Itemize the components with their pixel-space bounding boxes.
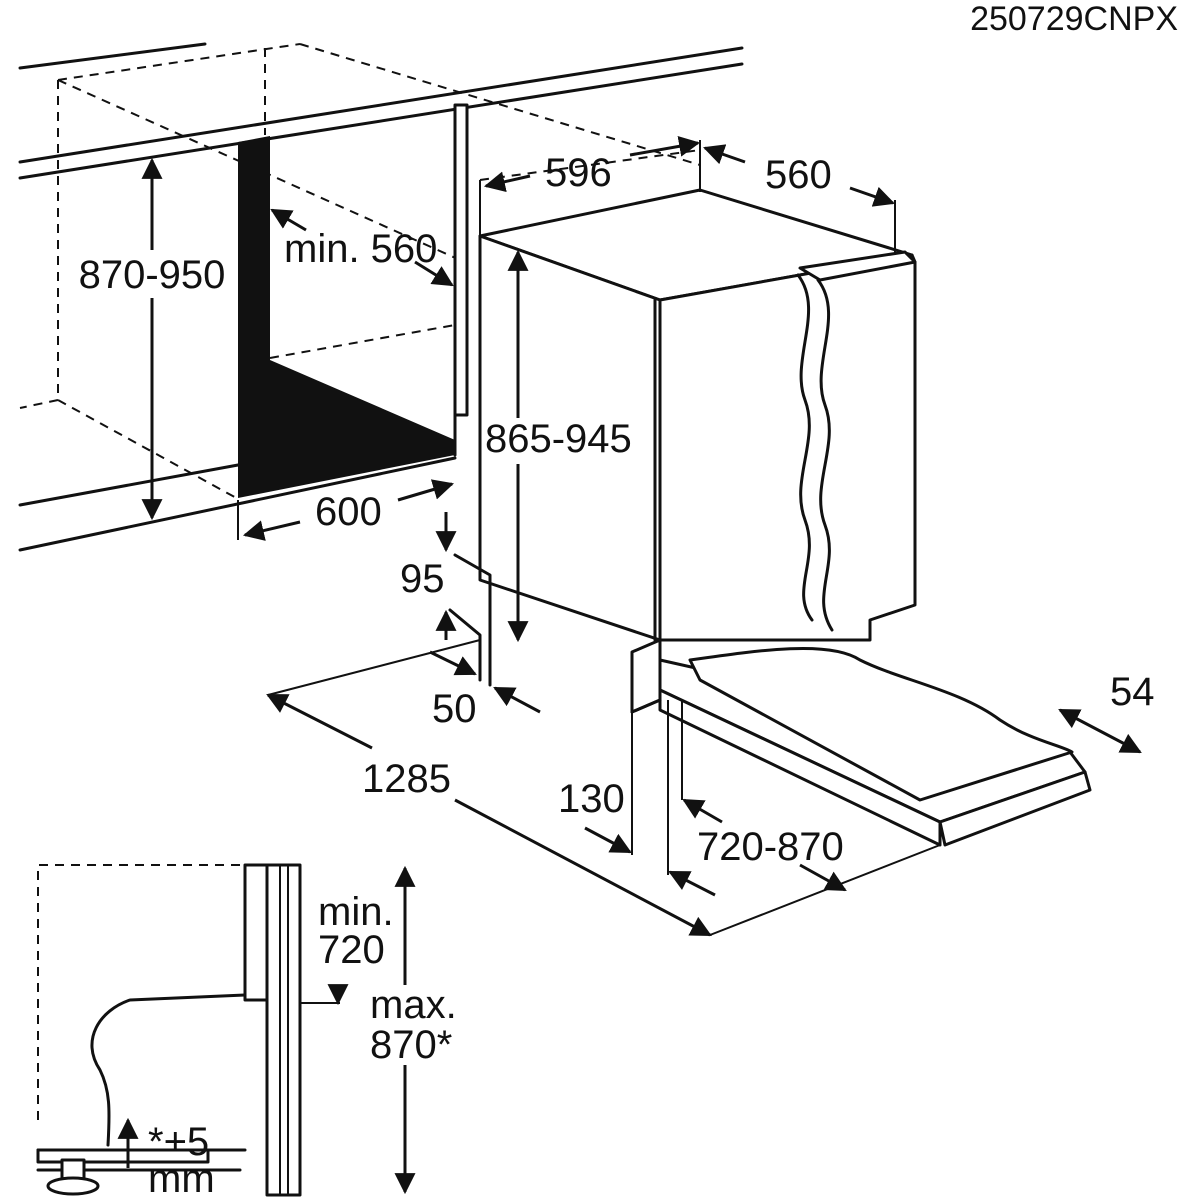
detail-max-line1: max. xyxy=(370,983,457,1027)
appliance-depth-label: 560 xyxy=(765,153,832,197)
door-range-dimension: 720-870 xyxy=(681,700,847,892)
detail-max-line2: 870* xyxy=(370,1023,452,1067)
detail-min-720: min. 720 xyxy=(300,890,394,1006)
open-door xyxy=(630,638,1092,847)
plinth-height-label: 95 xyxy=(400,557,445,601)
door-clearance-dimension: 130 xyxy=(558,700,716,897)
niche-width-dimension: 600 xyxy=(237,479,455,541)
door-detail-view xyxy=(36,863,302,1197)
door-clearance-label: 130 xyxy=(558,777,625,821)
detail-max-870: max. 870* xyxy=(366,865,457,1195)
drawing-code: 250729CNPX xyxy=(970,0,1178,38)
appliance-height-label: 865-945 xyxy=(485,417,632,461)
appliance-width-label: 596 xyxy=(545,151,612,195)
dishwasher-body xyxy=(478,149,917,642)
niche-width-label: 600 xyxy=(315,490,382,534)
footnote-line2: mm xyxy=(148,1157,215,1200)
plinth-depth-label: 50 xyxy=(432,687,477,731)
detail-footnote: *+5 mm xyxy=(117,1117,215,1200)
door-thickness-dimension: 54 xyxy=(1058,670,1155,754)
niche-height-dimension: 870-950 xyxy=(70,157,230,521)
appliance-depth-dimension: 560 xyxy=(703,144,896,255)
niche-wall-fill xyxy=(238,136,455,498)
detail-min-line1: min. xyxy=(318,890,394,934)
door-range-label: 720-870 xyxy=(697,825,844,869)
plinth-dimensions: 95 50 xyxy=(400,512,541,731)
niche-height-label: 870-950 xyxy=(79,253,226,297)
appliance-height-dimension: 865-945 xyxy=(485,249,635,643)
total-depth-label: 1285 xyxy=(362,757,451,801)
appliance-width-dimension: 596 xyxy=(479,135,701,236)
niche-depth-label: min. 560 xyxy=(284,227,437,271)
niche-depth-dimension: min. 560 xyxy=(270,208,454,287)
door-thickness-label: 54 xyxy=(1110,670,1155,714)
footnote-line1: *+5 xyxy=(148,1120,209,1164)
detail-min-line2: 720 xyxy=(318,928,385,972)
